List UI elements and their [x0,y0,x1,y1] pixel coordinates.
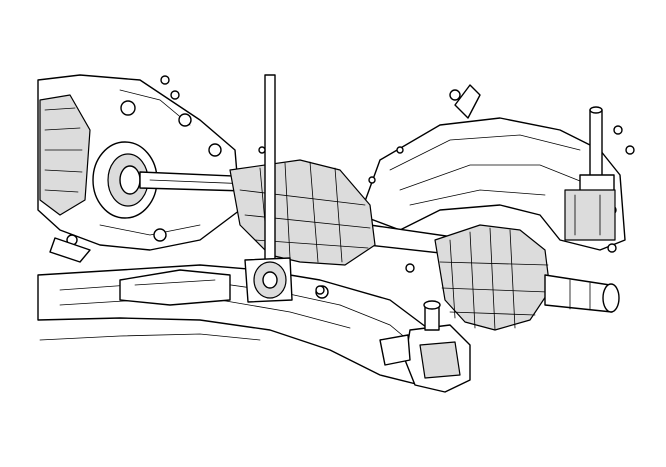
ball-joint [379,300,471,393]
frame-crossmember [359,84,635,253]
stabilizer-link [244,74,293,303]
fasteners [258,146,415,295]
stub-shaft [544,274,620,313]
differential-seal [92,141,158,219]
strut-mount-bolt [564,106,616,241]
lower-control-arm [37,264,441,386]
inner-cv-boot [229,159,376,266]
outer-cv-boot [434,224,551,331]
